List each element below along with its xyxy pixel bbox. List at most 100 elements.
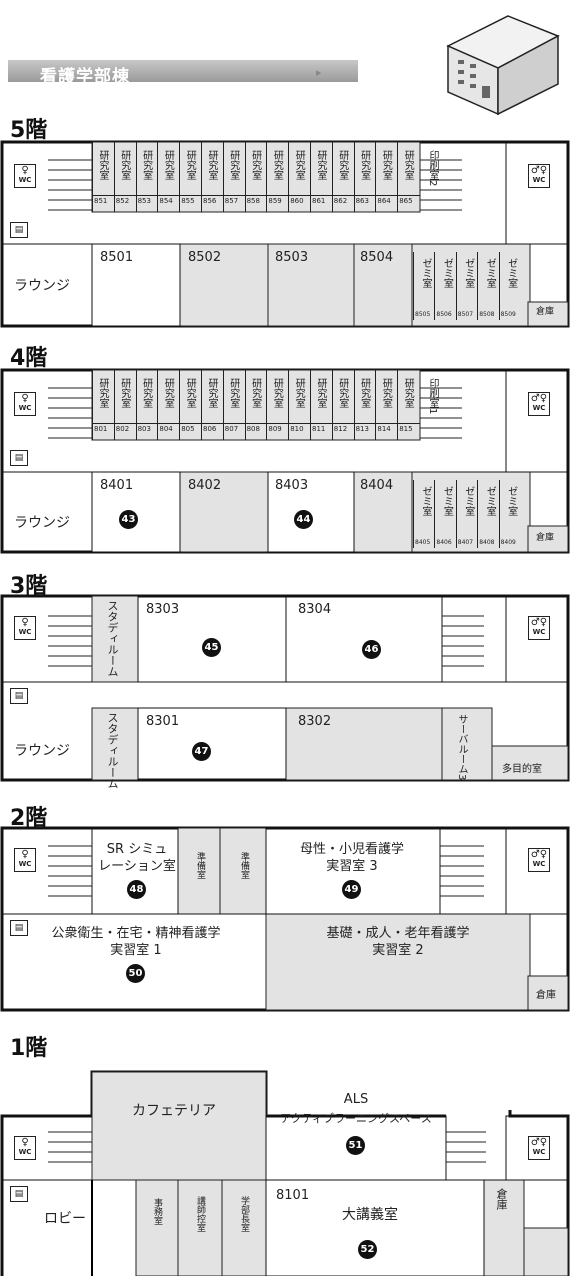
room-8502: 8502	[188, 250, 222, 265]
study-room-upper: スタディルーム	[106, 600, 119, 677]
lab-divider	[179, 142, 181, 212]
wc-icon-left: ♀WC	[14, 848, 36, 872]
lab-room-859: 研究室	[271, 150, 283, 180]
lab-divider	[157, 142, 159, 212]
lab-room-855: 研究室	[184, 150, 196, 180]
room-8503: 8503	[275, 250, 309, 265]
building-title-bar	[8, 60, 358, 82]
lab-room-808: 研究室	[249, 378, 261, 408]
lab-divider	[113, 142, 115, 212]
lecture-hall-number: 8101	[276, 1188, 310, 1203]
lab-number-812: 812	[333, 425, 348, 433]
seminar-number-8405: 8405	[415, 539, 431, 546]
lab-number-801: 801	[94, 425, 108, 433]
floor-label-4: 4階	[10, 346, 48, 371]
seminar-room-8409: ゼミ室	[505, 486, 517, 516]
lab-room-864: 研究室	[380, 150, 392, 180]
lab-number-853: 853	[137, 197, 151, 205]
lab-divider	[201, 370, 202, 440]
cafeteria: カフェテリア	[132, 1103, 216, 1119]
server-room-3: サーバルーム3	[456, 714, 467, 781]
building-icon	[446, 15, 560, 116]
floor-label-5: 5階	[10, 118, 48, 143]
lab-number-860: 860	[290, 197, 304, 205]
lab-room-812: 研究室	[336, 378, 348, 408]
lab-divider	[288, 142, 290, 212]
lab-divider	[353, 142, 355, 212]
lab-divider	[135, 370, 137, 440]
marker-48: 48	[127, 880, 146, 899]
sr-room-line1: SR シミュ	[106, 842, 168, 857]
lab-room-813: 研究室	[358, 378, 370, 408]
room-8302: 8302	[298, 714, 332, 729]
lab-number-809: 809	[268, 425, 282, 433]
seminar-divider	[413, 252, 414, 320]
lab-divider	[113, 370, 115, 440]
study-room-lower: スタディルーム	[106, 712, 119, 789]
print-room-4: 印刷室1	[427, 378, 438, 415]
lab-divider	[375, 142, 377, 212]
elevator-icon: ▤	[10, 920, 28, 936]
seminar-number-8409: 8409	[500, 539, 516, 546]
public-room-line1: 公衆衛生・在宅・精神看護学	[51, 926, 221, 941]
lab-room-803: 研究室	[140, 378, 152, 408]
seminar-divider	[434, 252, 436, 320]
lab-divider	[288, 370, 290, 440]
lab-divider	[397, 142, 399, 212]
building-title: 看護学部棟	[40, 67, 130, 87]
basic-room-line2: 実習室 2	[372, 943, 424, 958]
marker-47: 47	[192, 742, 211, 761]
floor-label-1: 1階	[10, 1036, 48, 1061]
seminar-number-8506: 8506	[436, 311, 452, 318]
lab-room-814: 研究室	[380, 378, 392, 408]
elevator-icon: ▤	[10, 688, 28, 704]
lab-room-865: 研究室	[402, 150, 414, 180]
print-room-5: 印刷室2	[427, 150, 438, 187]
wc-icon-right: ♂♀WC	[528, 164, 550, 188]
lab-room-806: 研究室	[206, 378, 217, 408]
lab-room-853: 研究室	[140, 150, 152, 180]
seminar-room-8506: ゼミ室	[441, 258, 453, 288]
lab-divider	[310, 142, 311, 212]
marker-52: 52	[358, 1240, 377, 1259]
seminar-divider	[498, 252, 500, 320]
seminar-divider	[455, 480, 457, 548]
lab-number-811: 811	[312, 425, 326, 433]
lab-divider	[266, 142, 268, 212]
marker-49: 49	[342, 880, 361, 899]
seminar-room-8407: ゼミ室	[462, 486, 474, 516]
lab-room-861: 研究室	[315, 150, 326, 180]
lab-room-851: 研究室	[97, 150, 108, 180]
lab-number-857: 857	[224, 197, 239, 205]
lab-divider	[310, 370, 311, 440]
lab-divider	[222, 370, 224, 440]
lab-number-814: 814	[377, 425, 391, 433]
lab-room-863: 研究室	[358, 150, 370, 180]
room-8402: 8402	[188, 478, 222, 493]
seminar-divider	[413, 480, 414, 548]
marker-44: 44	[294, 510, 313, 529]
lab-room-807: 研究室	[227, 378, 239, 408]
lab-room-811: 研究室	[315, 378, 326, 408]
seminar-room-8406: ゼミ室	[441, 486, 453, 516]
seminar-divider	[477, 252, 479, 320]
room-8501: 8501	[100, 250, 134, 265]
storage-1: 倉庫	[495, 1188, 508, 1210]
lab-divider	[179, 370, 181, 440]
prep-room-1: 準備室	[195, 852, 205, 879]
marker-50: 50	[126, 964, 145, 983]
wc-icon-right: ♂♀WC	[528, 616, 550, 640]
maternal-room-line2: 実習室 3	[326, 859, 378, 874]
lab-number-854: 854	[159, 197, 173, 205]
lab-room-858: 研究室	[249, 150, 261, 180]
storage-4: 倉庫	[536, 533, 555, 543]
seminar-number-8505: 8505	[415, 311, 431, 318]
storage-2: 倉庫	[536, 990, 556, 1001]
lab-divider	[244, 142, 246, 212]
elevator-icon: ▤	[10, 450, 28, 466]
lab-number-863: 863	[355, 197, 369, 205]
lab-divider	[222, 142, 224, 212]
lab-divider	[92, 370, 93, 440]
marker-51: 51	[346, 1136, 365, 1155]
